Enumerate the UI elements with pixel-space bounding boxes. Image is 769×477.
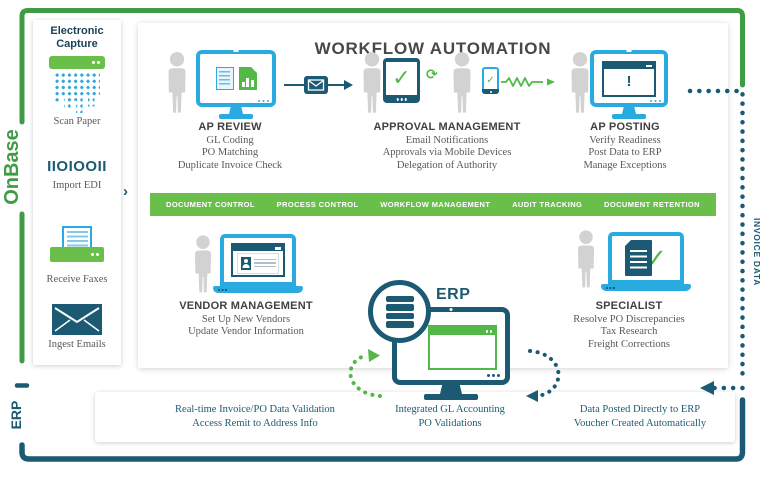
capability-document-retention: DOCUMENT RETENTION bbox=[604, 200, 700, 209]
station-ap-posting: AP POSTING Verify Readiness Post Data to… bbox=[545, 121, 705, 172]
scanner-icon bbox=[49, 56, 105, 113]
approval-tablet-icon: ✓ bbox=[383, 58, 420, 103]
sync-icon: ⟳ bbox=[426, 67, 438, 83]
vendor-laptop-icon bbox=[213, 234, 303, 293]
capability-bar: DOCUMENT CONTROL PROCESS CONTROL WORKFLO… bbox=[150, 193, 716, 216]
check-icon: ✓ bbox=[392, 65, 411, 91]
tablet-dots bbox=[400, 98, 403, 101]
alert-window-icon: ! bbox=[602, 60, 656, 97]
electronic-capture-panel: Electronic Capture Scan Paper IIOIOOII I… bbox=[33, 20, 121, 365]
monitor-dots bbox=[497, 374, 500, 377]
sidebar-item-import-edi: Import EDI bbox=[52, 180, 102, 191]
sidebar-title: Electronic Capture bbox=[50, 25, 104, 50]
email-envelope-icon bbox=[52, 304, 102, 335]
station-title: AP REVIEW bbox=[198, 121, 262, 133]
mobile-phone-icon: ✓ bbox=[482, 67, 499, 94]
ap-review-monitor-icon bbox=[196, 50, 276, 119]
station-title: SPECIALIST bbox=[595, 300, 663, 312]
station-ap-review: AP REVIEW GL Coding PO Matching Duplicat… bbox=[150, 121, 310, 172]
person-silhouette-icon bbox=[445, 48, 479, 117]
invoice-documents-icon bbox=[215, 67, 257, 90]
erp-frame-label: ERP bbox=[8, 400, 24, 430]
monitor-dots bbox=[266, 99, 269, 102]
erp-note-posting: Data Posted Directly to ERP Voucher Crea… bbox=[573, 404, 707, 429]
monitor-dots bbox=[658, 99, 661, 102]
chevron-right-icon: › bbox=[123, 183, 128, 200]
exclamation-icon: ! bbox=[626, 72, 632, 90]
capability-process-control: PROCESS CONTROL bbox=[276, 200, 359, 209]
ap-posting-monitor-icon: ! bbox=[590, 50, 668, 119]
vendor-avatar-icon bbox=[240, 256, 251, 270]
station-title: VENDOR MANAGEMENT bbox=[179, 300, 313, 312]
person-silhouette-icon bbox=[160, 48, 194, 117]
edi-binary-icon: IIOIOOII bbox=[47, 158, 107, 175]
erp-note-accounting: Integrated GL Accounting PO Validations bbox=[395, 404, 505, 429]
invoice-data-label: INVOICE DATA bbox=[752, 217, 762, 287]
document-icon bbox=[625, 240, 653, 276]
signal-zigzag-arrow-icon bbox=[501, 77, 555, 87]
sidebar-item-receive-faxes: Receive Faxes bbox=[46, 274, 108, 285]
station-title: APPROVAL MANAGEMENT bbox=[373, 121, 521, 133]
station-approval-management: APPROVAL MANAGEMENT Email Notifications … bbox=[357, 121, 537, 172]
station-title: AP POSTING bbox=[590, 121, 660, 133]
station-specialist: SPECIALIST Resolve PO Discrepancies Tax … bbox=[549, 300, 709, 351]
sidebar-item-ingest-emails: Ingest Emails bbox=[48, 339, 106, 350]
person-silhouette-icon bbox=[570, 228, 602, 290]
workflow-automation-panel: WORKFLOW AUTOMATION ✓ ⟳ bbox=[138, 23, 728, 368]
document-icon bbox=[215, 67, 234, 90]
vendor-profile-window-icon bbox=[231, 243, 285, 277]
onbase-brand-label: OnBase bbox=[1, 129, 23, 205]
capability-audit-tracking: AUDIT TRACKING bbox=[512, 200, 583, 209]
capability-document-control: DOCUMENT CONTROL bbox=[166, 200, 255, 209]
erp-integration-panel: Real-time Invoice/PO Data Validation Acc… bbox=[95, 392, 735, 442]
fax-icon bbox=[50, 226, 104, 262]
chart-document-icon bbox=[238, 67, 257, 90]
sidebar-item-scan-paper: Scan Paper bbox=[53, 116, 101, 127]
email-routing-arrow-icon bbox=[284, 76, 353, 94]
erp-note-validation: Real-time Invoice/PO Data Validation Acc… bbox=[175, 404, 335, 429]
station-vendor-management: VENDOR MANAGEMENT Set Up New Vendors Upd… bbox=[166, 300, 326, 339]
check-icon: ✓ bbox=[486, 74, 495, 86]
specialist-laptop-icon: ✓ bbox=[601, 232, 691, 291]
capability-workflow-management: WORKFLOW MANAGEMENT bbox=[380, 200, 491, 209]
